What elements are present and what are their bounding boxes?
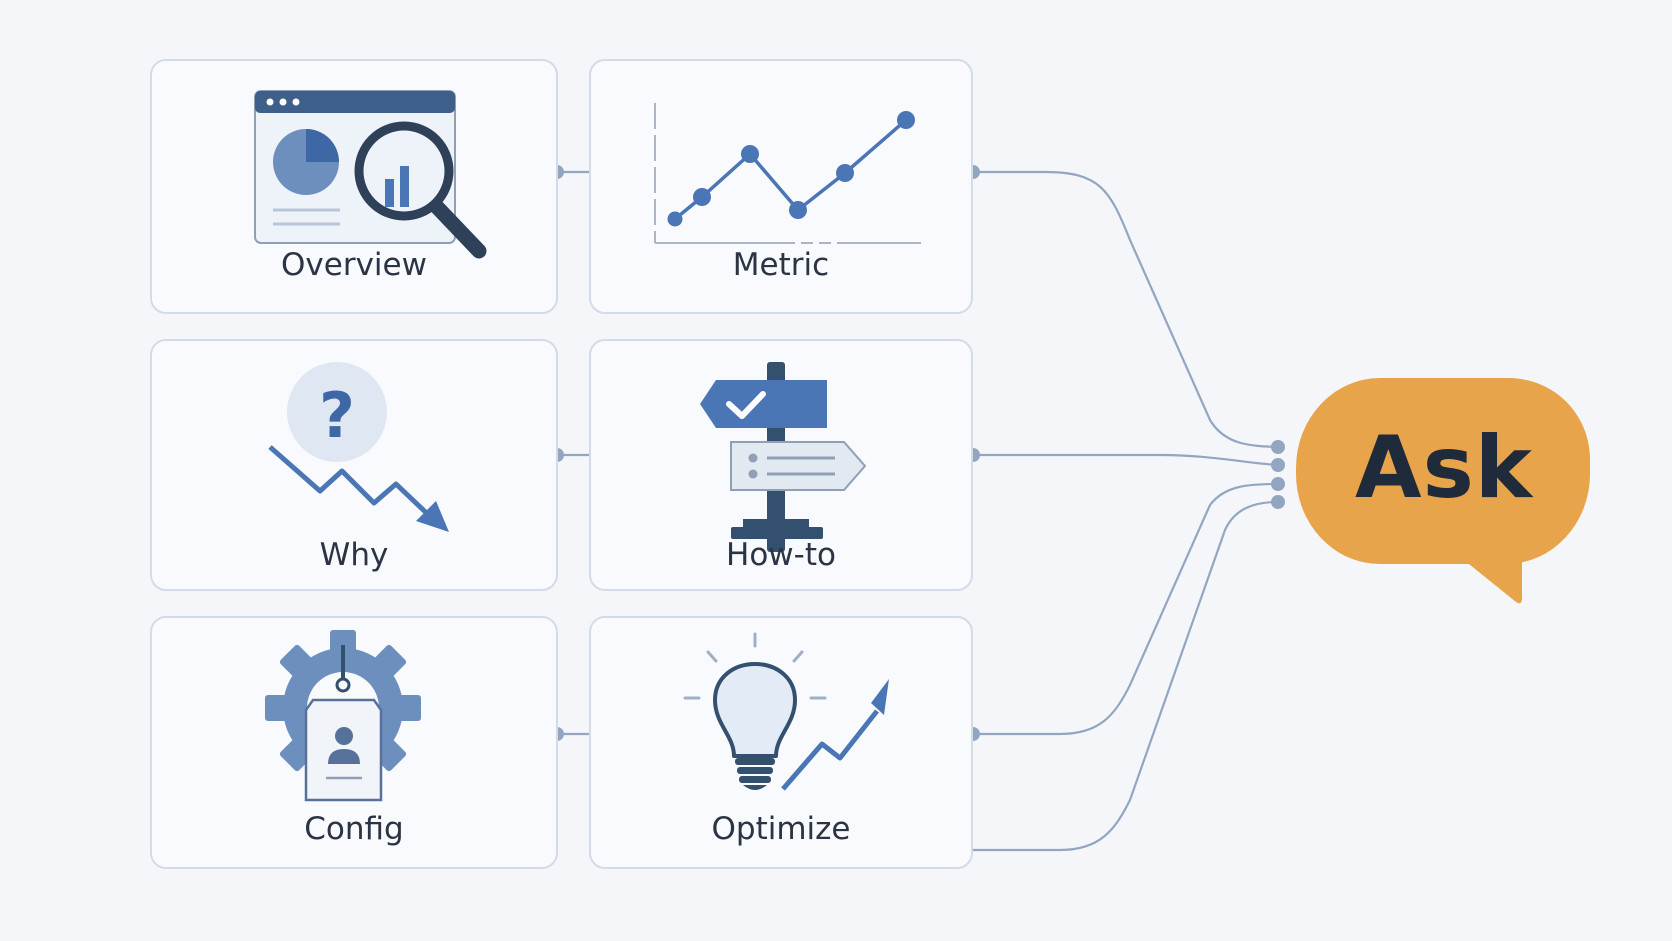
signpost-icon <box>700 362 867 552</box>
card-label: Optimize <box>711 811 851 847</box>
svg-text:?: ? <box>319 379 355 452</box>
card-label: Metric <box>732 247 830 283</box>
card-config: Config <box>150 616 558 869</box>
connector-howto-ask <box>973 453 1279 467</box>
gear-tag-icon <box>265 630 421 802</box>
connector-metric-ask <box>973 170 1279 449</box>
card-optimize: Optimize <box>589 616 973 869</box>
connector-dot <box>1271 477 1285 491</box>
dashboard-magnifier-icon <box>254 90 487 259</box>
connector-optimize-ask <box>973 482 1279 736</box>
card-label: Config <box>304 811 404 847</box>
connector-bottom-ask <box>973 500 1279 852</box>
card-label: How-to <box>726 537 836 573</box>
card-label: Overview <box>281 247 427 283</box>
card-why: ? Why <box>150 339 558 591</box>
lightbulb-growth-icon <box>683 632 889 791</box>
card-overview: Overview <box>150 59 558 314</box>
ask-label: Ask <box>1355 418 1533 518</box>
card-metric: Metric <box>589 59 973 314</box>
connector-dot <box>1271 458 1285 472</box>
connector-dot <box>1271 495 1285 509</box>
ask-speech-bubble <box>1296 378 1590 604</box>
connector-dot <box>1271 440 1285 454</box>
line-chart-icon <box>654 103 921 244</box>
card-label: Why <box>319 537 389 573</box>
question-decline-icon: ? <box>268 362 449 532</box>
card-howto: How-to <box>589 339 973 591</box>
